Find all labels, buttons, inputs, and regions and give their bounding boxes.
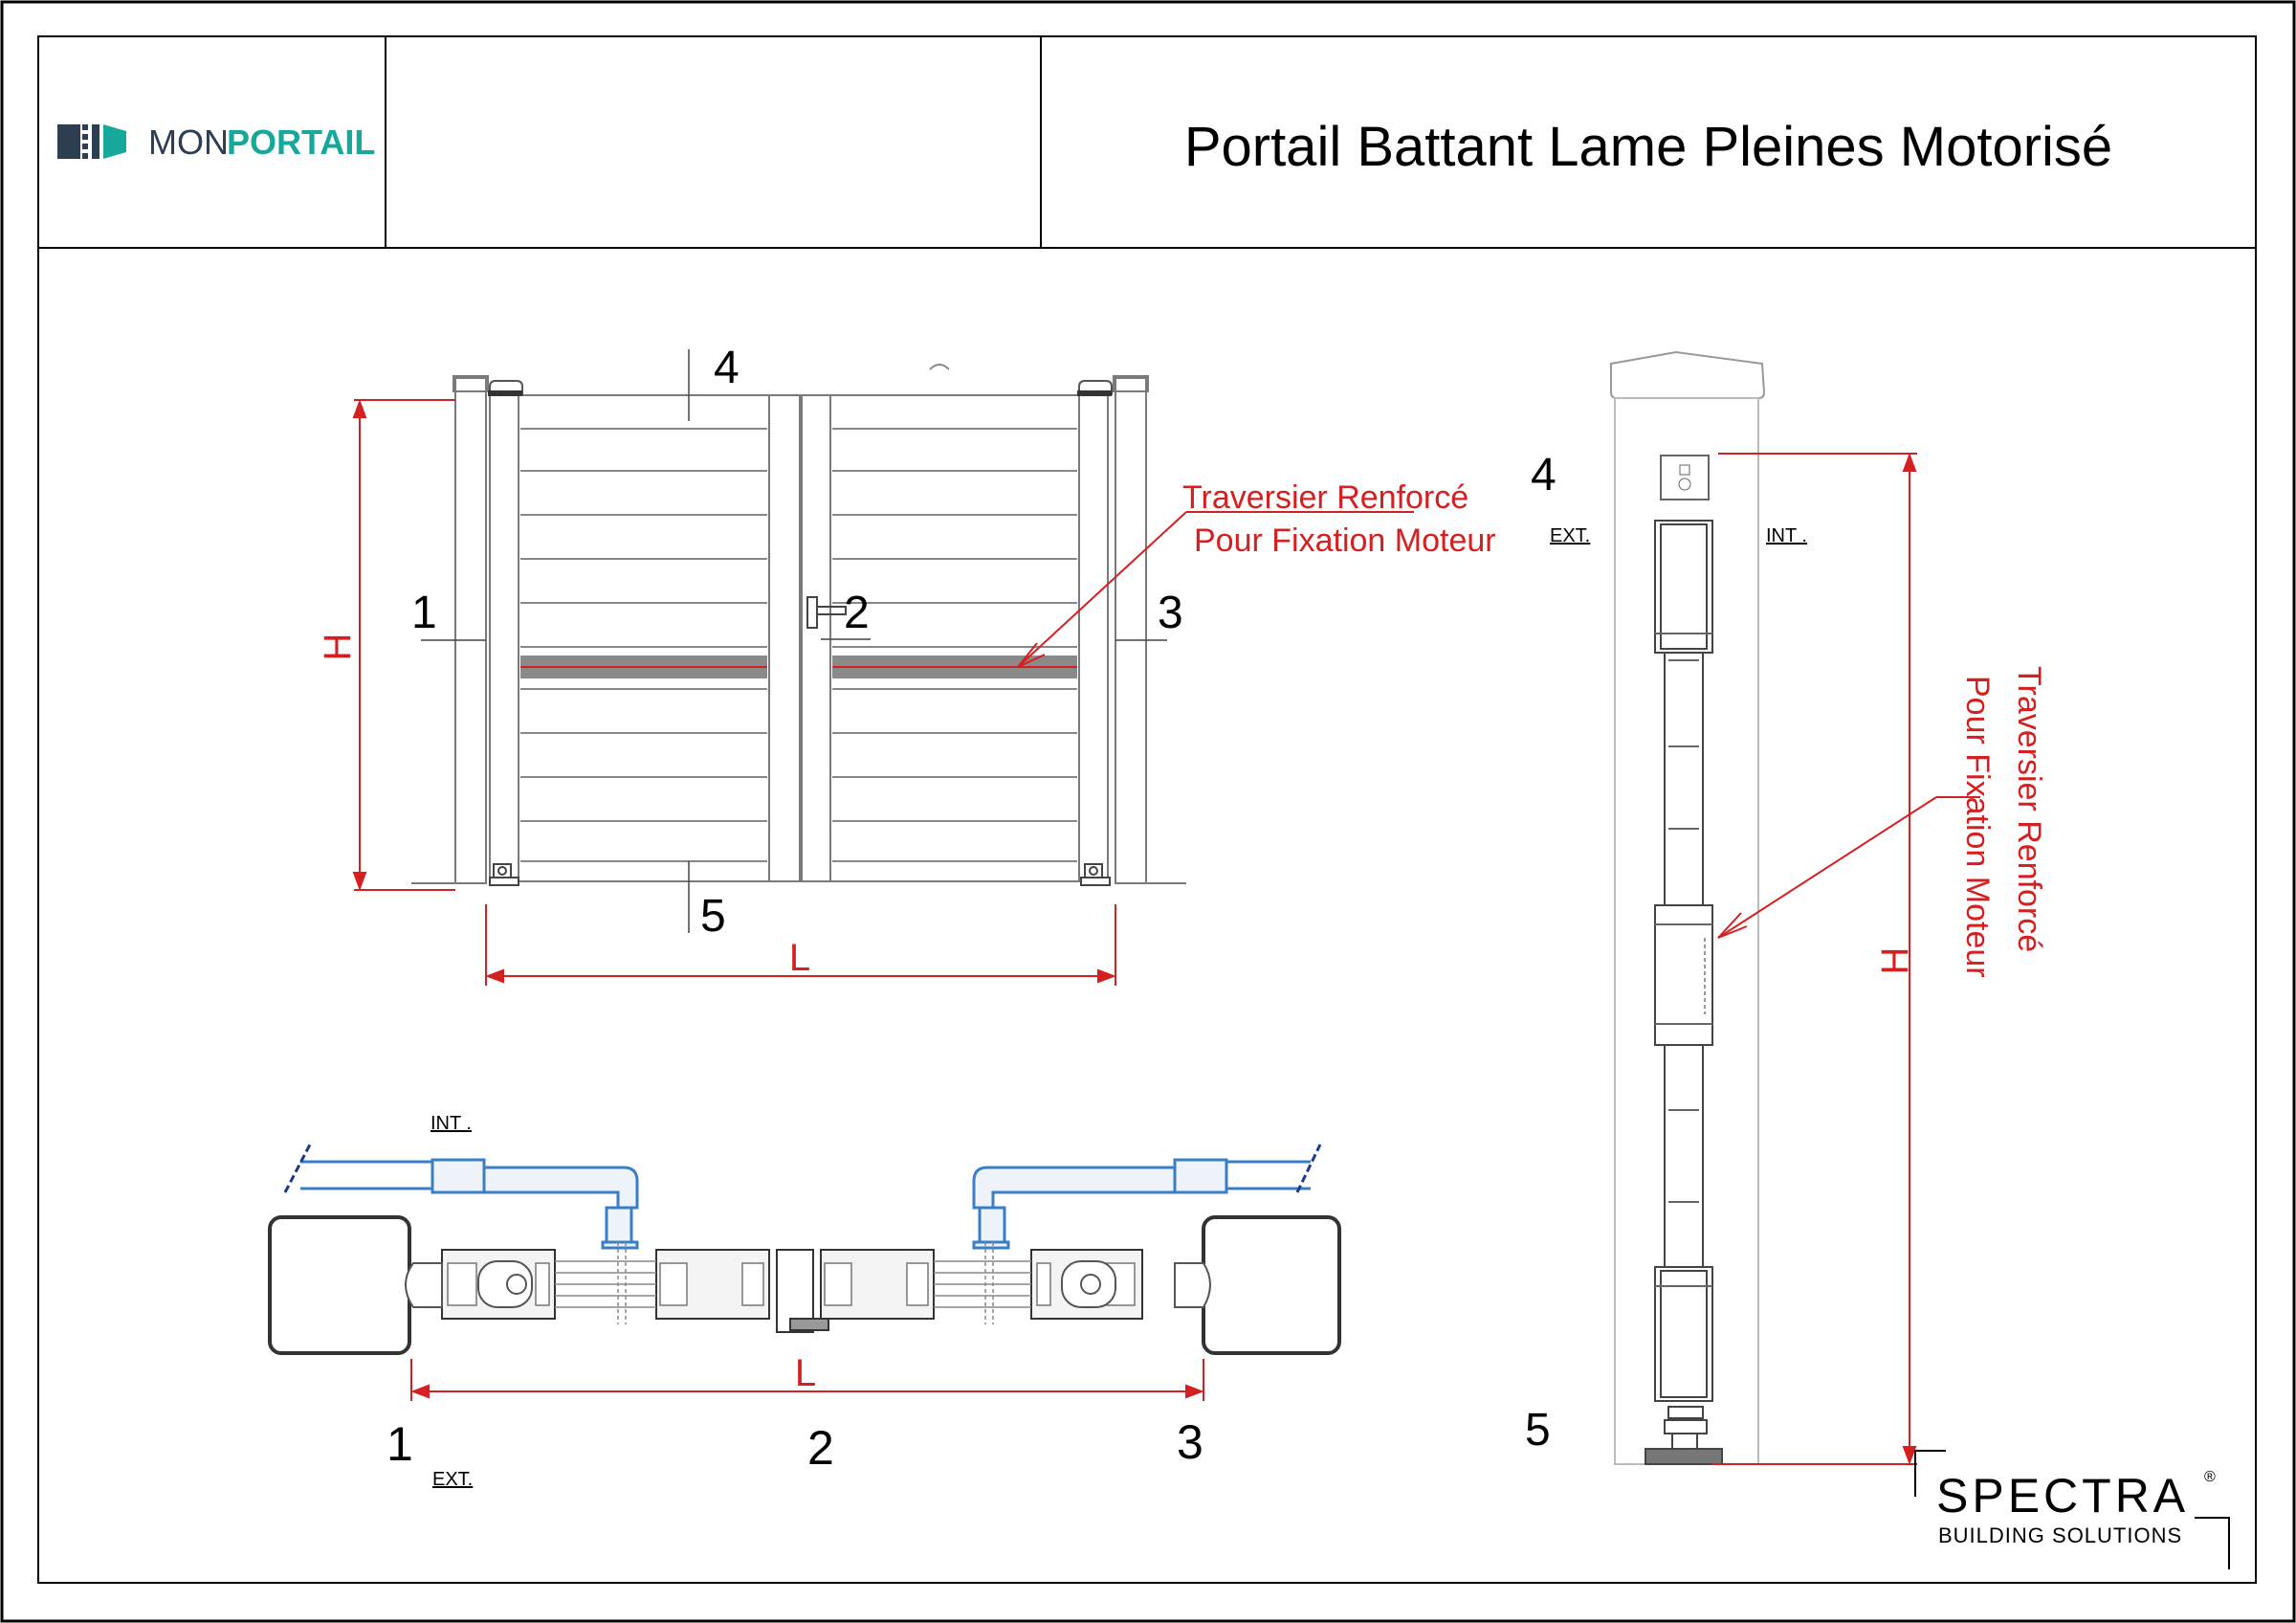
plan-label-3: 3 bbox=[1177, 1415, 1203, 1469]
plan-width-dimension bbox=[410, 1359, 1204, 1401]
front-label-4: 4 bbox=[714, 343, 740, 393]
logo-text-mon: MON bbox=[148, 122, 229, 162]
section-label-4: 4 bbox=[1531, 450, 1556, 500]
section-height-dimension bbox=[1712, 453, 1917, 1465]
section-bottom-rail bbox=[1654, 1266, 1713, 1402]
plan-width-label: L bbox=[795, 1352, 816, 1394]
logo-text-portail: PORTAIL bbox=[227, 122, 375, 162]
left-leaf-slats bbox=[520, 428, 767, 862]
section-ext-label: EXT. bbox=[1550, 525, 1590, 546]
section-infill-upper bbox=[1664, 652, 1704, 906]
gate-handle bbox=[806, 596, 847, 629]
section-annotation-leader bbox=[1717, 796, 1980, 939]
front-width-label: L bbox=[789, 937, 810, 979]
motor-top-right bbox=[1077, 380, 1113, 396]
plan-label-1: 1 bbox=[386, 1417, 413, 1471]
plan-int-label: INT . bbox=[430, 1113, 472, 1134]
section-height-label: H bbox=[1874, 947, 1916, 975]
front-height-dimension bbox=[352, 399, 455, 891]
front-label-3: 3 bbox=[1158, 588, 1183, 638]
section-label-5: 5 bbox=[1525, 1405, 1551, 1456]
section-reinforced-rail bbox=[1654, 904, 1713, 1046]
vertical-section-view: 4 5 EXT. INT . H Traversier Renforcé Pou… bbox=[1525, 350, 2047, 1465]
motor-top-left bbox=[488, 380, 523, 396]
front-annotation-leader bbox=[1017, 511, 1414, 668]
plan-view: INT . bbox=[268, 1113, 1341, 1490]
front-label-2: 2 bbox=[844, 588, 870, 638]
front-annotation-line1: Traversier Renforcé bbox=[1182, 479, 1468, 516]
spectra-tagline: BUILDING SOLUTIONS bbox=[1938, 1523, 2182, 1547]
section-annotation-line1: Traversier Renforcé bbox=[2011, 666, 2047, 952]
left-leaf-meeting-stile bbox=[768, 394, 801, 882]
spectra-registered-mark: ® bbox=[2204, 1469, 2216, 1485]
plan-label-2: 2 bbox=[807, 1421, 834, 1475]
section-bottom-hinge bbox=[1645, 1406, 1723, 1465]
bottom-hinge-left bbox=[489, 863, 519, 886]
left-leaf-hinge-stile bbox=[489, 394, 519, 882]
right-leaf-slats bbox=[832, 428, 1077, 862]
post-cap bbox=[1610, 350, 1766, 399]
front-elevation-view: 4 1 2 3 5 H L Traversier Renforc bbox=[317, 343, 1496, 986]
front-annotation-line2: Pour Fixation Moteur bbox=[1194, 522, 1496, 559]
spectra-logo: SPECTRA ® BUILDING SOLUTIONS bbox=[1914, 1450, 2230, 1569]
front-label-1: 1 bbox=[411, 588, 437, 638]
section-int-label: INT . bbox=[1766, 525, 1807, 546]
bottom-hinge-right bbox=[1080, 863, 1111, 886]
front-height-label: H bbox=[317, 634, 359, 661]
section-infill-lower bbox=[1664, 1044, 1704, 1268]
drawing-title: Portail Battant Lame Pleines Motorisé bbox=[1184, 116, 2112, 178]
plan-ext-label: EXT. bbox=[432, 1469, 473, 1490]
actuator-arm-left bbox=[300, 1158, 639, 1250]
right-leaf-meeting-stile bbox=[801, 394, 831, 882]
actuator-arm-right bbox=[972, 1158, 1311, 1250]
front-label-5: 5 bbox=[700, 891, 726, 942]
plan-post-right bbox=[1202, 1215, 1341, 1355]
right-post bbox=[1115, 377, 1147, 884]
plan-post-left bbox=[268, 1215, 411, 1355]
monportail-logo: MON PORTAIL bbox=[57, 122, 375, 162]
section-annotation-line2: Pour Fixation Moteur bbox=[1959, 676, 1996, 978]
right-leaf-hinge-stile bbox=[1078, 394, 1109, 882]
spectra-brand-name: SPECTRA bbox=[1936, 1469, 2189, 1523]
front-width-dimension bbox=[485, 904, 1116, 986]
left-post bbox=[454, 377, 487, 884]
section-motor bbox=[1660, 455, 1710, 500]
section-top-rail bbox=[1654, 520, 1713, 654]
